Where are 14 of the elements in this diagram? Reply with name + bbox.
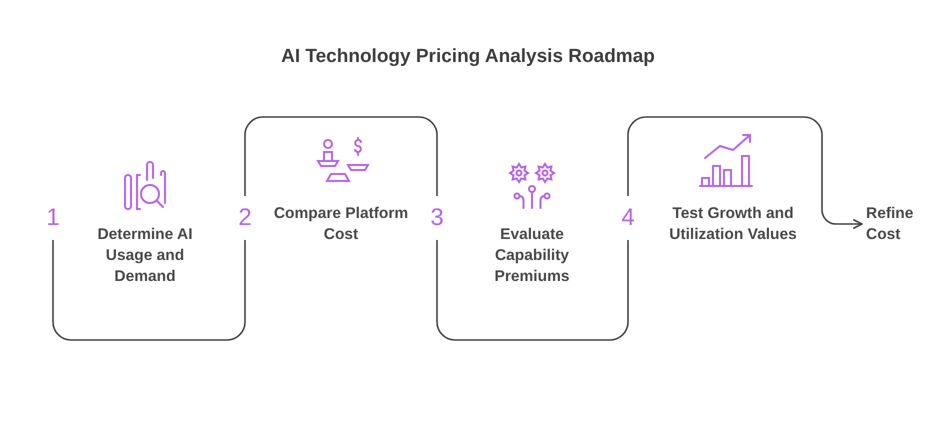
step-number: 3: [425, 196, 449, 240]
connector-line: [244, 116, 438, 196]
title: AI Technology Pricing Analysis Roadmap: [280, 46, 656, 68]
step-description: Determine AI Usage and Demand: [96, 225, 194, 287]
end-label: Refine Cost: [866, 203, 936, 245]
step-description: Evaluate Capability Premiums: [494, 225, 570, 287]
step-number: 1: [41, 196, 65, 240]
step-number: 4: [616, 196, 640, 240]
arrow: [627, 116, 863, 230]
connector-line: [52, 240, 246, 341]
connector-line: [436, 240, 629, 341]
step-description: Test Growth and Utilization Values: [668, 204, 798, 245]
step-number: 2: [233, 196, 257, 240]
step-description: Compare Platform Cost: [272, 204, 410, 245]
